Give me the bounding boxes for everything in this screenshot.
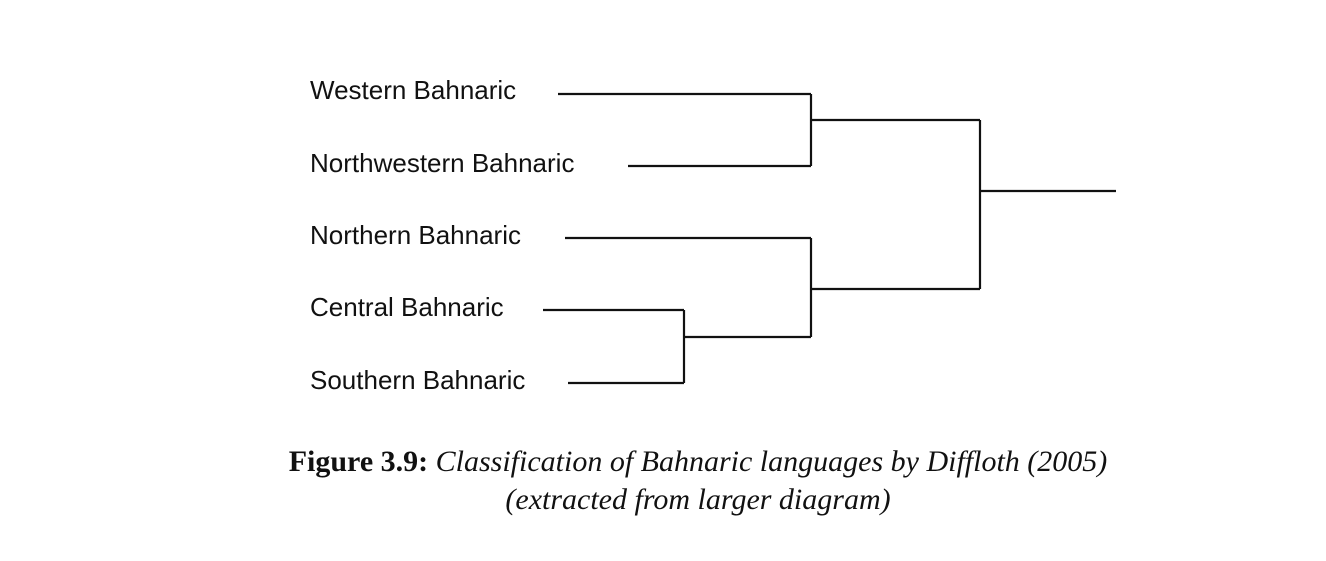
leaf-label-northwestern: Northwestern Bahnaric bbox=[310, 148, 574, 178]
leaf-label-central: Central Bahnaric bbox=[310, 292, 504, 322]
leaf-label-northern: Northern Bahnaric bbox=[310, 220, 521, 250]
caption-line-2: (extracted from larger diagram) bbox=[505, 483, 891, 516]
caption-line-1: Figure 3.9: Classification of Bahnaric l… bbox=[0, 443, 1326, 481]
leaf-label-southern: Southern Bahnaric bbox=[310, 365, 525, 395]
leaf-label-western: Western Bahnaric bbox=[310, 75, 516, 105]
caption-label: Figure 3.9: bbox=[288, 445, 429, 478]
caption-title: Classification of Bahnaric languages by … bbox=[435, 445, 1108, 478]
figure-caption: Figure 3.9: Classification of Bahnaric l… bbox=[0, 443, 1326, 519]
